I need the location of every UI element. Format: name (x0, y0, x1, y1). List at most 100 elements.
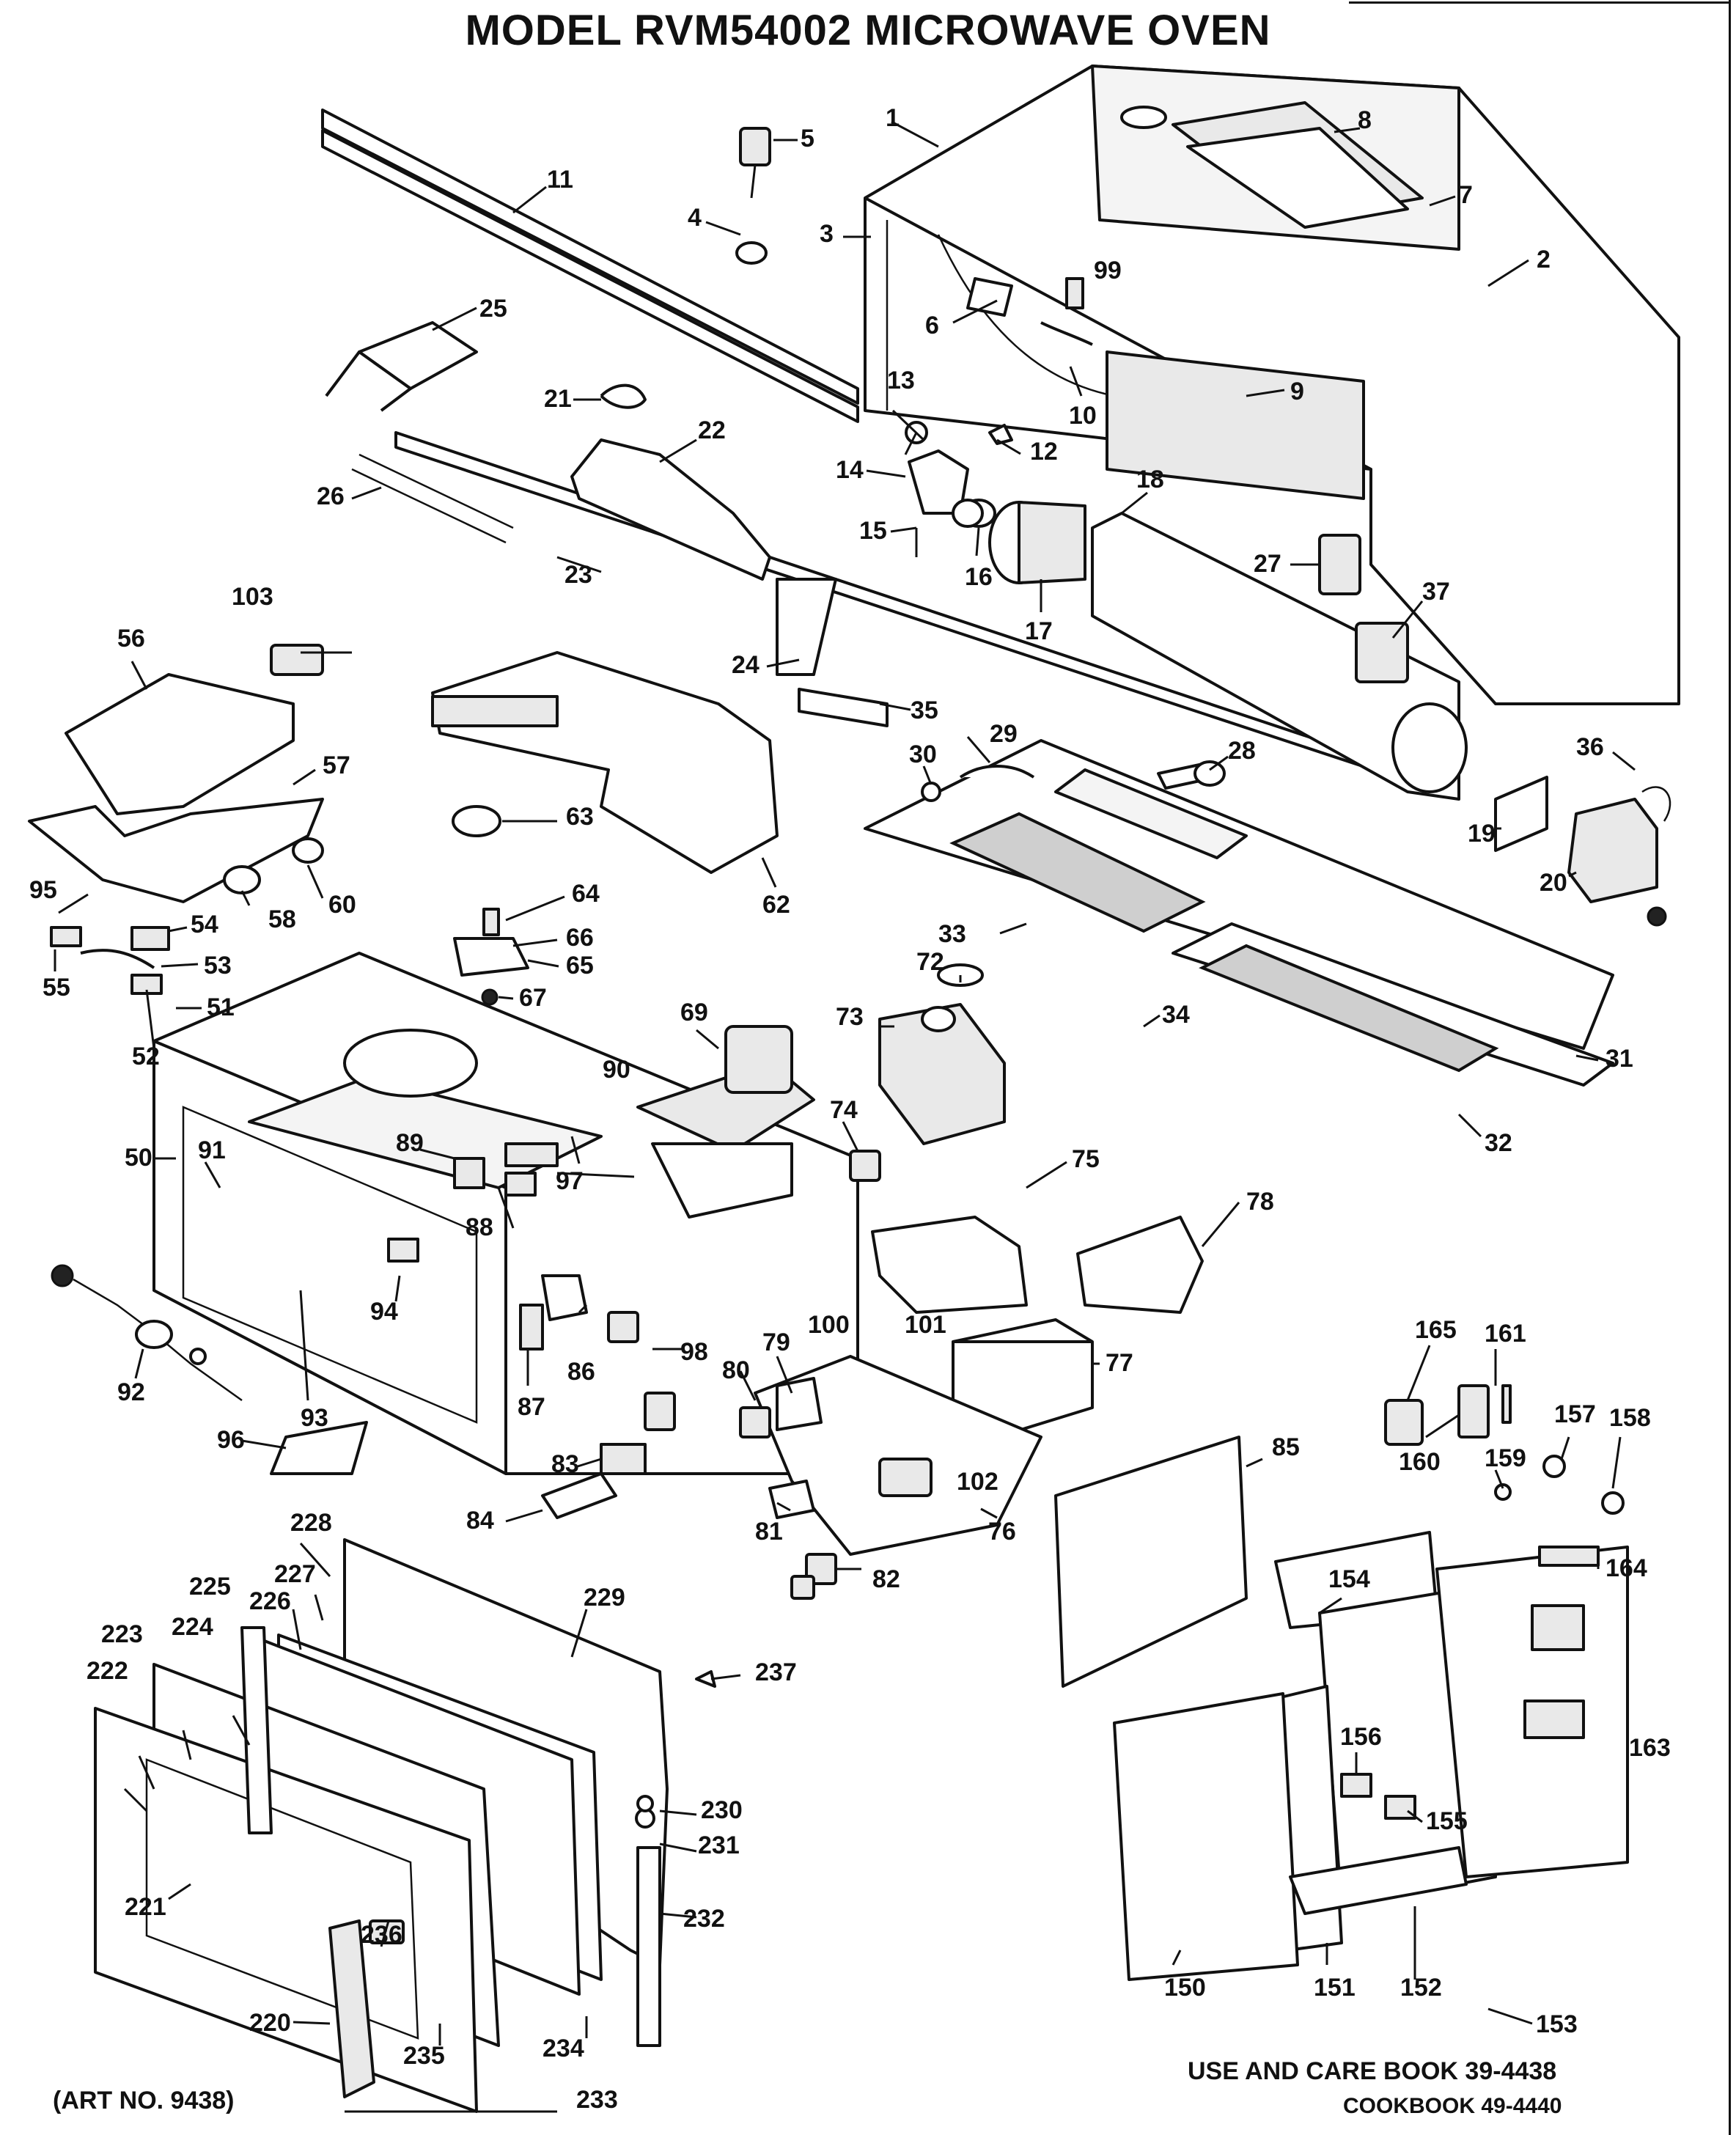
callout-5: 5 (801, 125, 814, 152)
left-top-parts (28, 644, 324, 995)
callout-24: 24 (732, 651, 760, 679)
callout-159: 159 (1485, 1444, 1526, 1472)
callout-36: 36 (1576, 733, 1604, 761)
callout-51: 51 (207, 993, 235, 1021)
callout-155: 155 (1426, 1807, 1468, 1835)
parts-19-20-36 (1494, 776, 1671, 927)
callout-160: 160 (1399, 1448, 1441, 1476)
callout-60: 60 (328, 891, 356, 919)
parts-28-30 (798, 688, 1226, 802)
door-assembly (94, 1538, 716, 2113)
use-and-care-book: USE AND CARE BOOK 39-4438 (1188, 2057, 1557, 2085)
art-number: (ART NO. 9438) (53, 2087, 235, 2114)
callout-13: 13 (887, 367, 915, 394)
callout-81: 81 (755, 1518, 783, 1546)
callout-235: 235 (403, 2042, 445, 2070)
callout-80: 80 (722, 1356, 750, 1384)
callout-86: 86 (567, 1358, 595, 1386)
callout-63: 63 (566, 803, 594, 831)
callout-223: 223 (101, 1620, 143, 1648)
bracket-25-26 (325, 321, 647, 544)
callout-52: 52 (132, 1043, 160, 1070)
callout-89: 89 (396, 1129, 424, 1157)
callout-226: 226 (249, 1587, 291, 1615)
callout-99: 99 (1094, 257, 1122, 284)
callout-237: 237 (755, 1658, 797, 1686)
callout-221: 221 (125, 1893, 166, 1921)
oven-cavity (152, 952, 859, 1475)
callout-83: 83 (551, 1450, 579, 1478)
callout-26: 26 (317, 482, 345, 510)
top-border-rule (1349, 1, 1730, 4)
callout-33: 33 (938, 920, 966, 948)
callout-101: 101 (905, 1311, 946, 1339)
callout-78: 78 (1246, 1188, 1274, 1216)
callout-19: 19 (1468, 820, 1496, 848)
callout-163: 163 (1629, 1734, 1671, 1762)
callout-15: 15 (859, 517, 887, 545)
leader-lines (54, 120, 1636, 2113)
callout-75: 75 (1072, 1145, 1100, 1173)
callout-79: 79 (762, 1329, 790, 1356)
callout-154: 154 (1328, 1565, 1370, 1593)
callout-4: 4 (688, 204, 702, 232)
callout-8: 8 (1358, 106, 1372, 134)
callout-30: 30 (909, 741, 937, 768)
callout-236: 236 (361, 1921, 402, 1949)
callout-72: 72 (916, 948, 944, 976)
callout-17: 17 (1025, 617, 1053, 645)
callout-94: 94 (370, 1298, 398, 1326)
callout-53: 53 (204, 952, 232, 980)
callout-92: 92 (117, 1378, 145, 1406)
callout-161: 161 (1485, 1320, 1526, 1348)
callout-32: 32 (1485, 1129, 1512, 1157)
callout-66: 66 (566, 924, 594, 952)
callout-labels: 1 2 3 4 5 6 7 8 9 10 11 12 13 14 15 16 1… (29, 104, 1671, 2114)
side-panel (1054, 1436, 1248, 1688)
callout-28: 28 (1228, 737, 1256, 765)
callout-16: 16 (965, 563, 993, 591)
callout-69: 69 (680, 999, 708, 1026)
cookbook-number: COOKBOOK 49-4440 (1343, 2094, 1562, 2118)
power-cord (51, 1264, 243, 1402)
callout-54: 54 (191, 911, 218, 938)
callout-11: 11 (547, 166, 573, 194)
motor-magnetron (636, 963, 1006, 1219)
callout-1: 1 (886, 104, 900, 132)
callout-57: 57 (323, 752, 350, 779)
callout-230: 230 (701, 1796, 743, 1824)
callout-225: 225 (189, 1573, 231, 1601)
callout-74: 74 (830, 1096, 858, 1124)
callout-6: 6 (925, 312, 939, 339)
callout-27: 27 (1254, 550, 1281, 578)
callout-87: 87 (518, 1393, 545, 1421)
callout-65: 65 (566, 952, 594, 980)
air-duct (431, 651, 779, 874)
callout-7: 7 (1459, 181, 1473, 209)
parts-63-67 (452, 805, 529, 1006)
callout-227: 227 (274, 1560, 316, 1588)
filter-panels (864, 739, 1614, 1087)
callout-18: 18 (1136, 466, 1164, 493)
callout-103: 103 (232, 583, 273, 611)
callout-93: 93 (301, 1404, 328, 1432)
callout-224: 224 (172, 1613, 213, 1641)
right-border-rule (1729, 0, 1731, 2135)
callout-222: 222 (87, 1657, 128, 1685)
callout-88: 88 (466, 1213, 493, 1241)
callout-67: 67 (519, 984, 547, 1012)
callout-31: 31 (1606, 1045, 1633, 1073)
callout-77: 77 (1106, 1349, 1133, 1377)
callout-2: 2 (1537, 246, 1551, 273)
callout-96: 96 (217, 1426, 245, 1454)
callout-153: 153 (1536, 2010, 1578, 2038)
callout-56: 56 (117, 625, 145, 653)
long-channel (394, 431, 1453, 797)
rail (321, 109, 859, 423)
callout-9: 9 (1290, 378, 1304, 405)
callout-20: 20 (1540, 869, 1567, 897)
cavity-small-parts (270, 1142, 676, 1519)
callout-102: 102 (957, 1468, 998, 1496)
callout-21: 21 (544, 385, 572, 413)
